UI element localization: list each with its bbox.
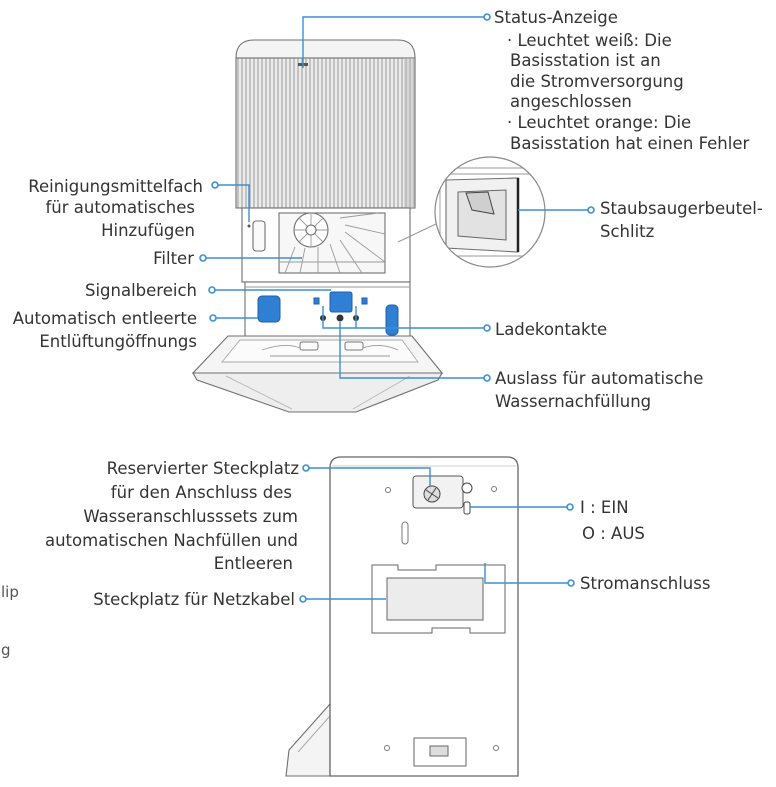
leader-dot-power-cable-slot — [299, 595, 307, 603]
reserved-slot-label: für den Anschluss des — [111, 483, 292, 502]
water-kit-port-block — [412, 475, 464, 509]
status-line: angeschlossen — [510, 92, 632, 111]
leader-dot-outlet — [483, 374, 491, 382]
leader-dot-dust-bag-slot — [587, 206, 595, 214]
detergent-marker-dot — [247, 224, 251, 228]
labels: Status-Anzeige · Leuchtet weiß: Die Basi… — [1, 8, 763, 659]
leader-lines — [199, 13, 595, 603]
detergent-label: Hinzufügen — [101, 221, 195, 240]
ribbed-panel — [235, 57, 416, 209]
dust-bag-slot-label: Schlitz — [600, 222, 654, 241]
dust-bag-slot-label: Staubsaugerbeutel- — [600, 199, 763, 218]
switch-off-label: O : AUS — [582, 524, 645, 543]
detergent-label: Reinigungsmittelfach — [28, 177, 203, 196]
reserved-slot-label: Reservierter Steckplatz — [107, 459, 299, 478]
leader-dot-power-port — [567, 579, 575, 587]
status-line: Basisstation ist an — [510, 51, 661, 70]
leader-dot-filter — [199, 254, 207, 262]
leader-line-reserved-slot — [306, 467, 431, 486]
leader-dot-detergent — [211, 181, 219, 189]
zoom-circle — [434, 156, 546, 268]
back-vertical-slot — [401, 521, 409, 545]
filter-grid-lines — [279, 212, 386, 274]
leader-line-charging — [322, 306, 487, 329]
vent-right — [385, 304, 399, 336]
vent-left — [257, 295, 281, 323]
status-line: · Leuchtet orange: Die — [507, 113, 691, 132]
dust-bag-housing — [235, 39, 416, 209]
housing-side-shade — [404, 58, 415, 208]
leader-dot-reserved-slot — [302, 464, 310, 472]
water-outlet-label: Auslass für automatische — [495, 369, 703, 388]
leader-line-outlet — [339, 322, 487, 379]
signal-sensor-right — [361, 297, 368, 305]
ramp-front-face — [192, 372, 443, 413]
dust-bag-slot-flap — [465, 191, 495, 215]
leader-line-power-port — [484, 563, 571, 584]
leader-dot-charging — [483, 324, 491, 332]
leader-line-detergent — [215, 184, 250, 222]
signal-sensor-left — [313, 297, 320, 305]
status-line: · Leuchtet weiß: Die — [507, 31, 672, 50]
power-port-label: Stromanschluss — [580, 574, 710, 593]
power-port — [386, 577, 484, 621]
filter-cavity — [278, 212, 386, 274]
leader-line-status — [302, 16, 487, 68]
power-switch — [461, 482, 473, 494]
leader-dot-status — [483, 13, 491, 21]
back-base-plate-edge — [297, 715, 331, 753]
base-station-back-view — [285, 456, 519, 777]
detergent-compartment — [252, 220, 266, 252]
detergent-label: für automatisches — [45, 198, 195, 217]
charging-contacts-label: Ladekontakte — [495, 320, 607, 339]
power-cable-slot — [371, 564, 506, 634]
filter-label: Filter — [153, 249, 194, 268]
reserved-slot-label: Entleeren — [214, 554, 293, 573]
power-cable-slot-label: Steckplatz für Netzkabel — [93, 590, 295, 609]
dust-bag-slot-zoom — [435, 157, 545, 267]
cut-off-text: g — [1, 641, 11, 659]
ramp-guide-curves — [261, 345, 399, 357]
cut-off-text: lip — [1, 583, 19, 601]
docking-ramp — [191, 335, 444, 413]
ramp-tray — [221, 339, 419, 363]
water-outlet-label: Wassernachfüllung — [495, 392, 651, 411]
wheel-guide-left — [299, 341, 319, 351]
base-station-front-view — [191, 39, 546, 413]
leader-dot-signal — [208, 286, 216, 294]
wheel-guide-right — [344, 341, 364, 351]
leader-dot-switch — [566, 503, 574, 511]
leader-dot-vents — [209, 314, 217, 322]
back-bottom-panel — [413, 737, 467, 767]
housing-top-cap — [235, 39, 416, 59]
status-line: Basisstation hat einen Fehler — [510, 134, 749, 153]
water-outlet — [336, 314, 344, 322]
ramp-ridges — [225, 375, 411, 410]
filter-fan-hub — [305, 224, 317, 236]
vents-label: Entlüftungöffnungs — [39, 332, 197, 351]
reserved-slot-label: automatischen Nachfüllen und — [45, 531, 298, 550]
signal-area — [329, 291, 353, 313]
signal-area-label: Signalbereich — [85, 281, 197, 300]
reserved-slot-label: Wasseranschlusssets zum — [83, 507, 298, 526]
filter — [278, 212, 386, 274]
zoom-connector — [397, 223, 437, 243]
middle-section — [241, 207, 411, 283]
status-label: Status-Anzeige — [494, 8, 618, 27]
vents-label: Automatisch entleerte — [13, 309, 197, 328]
power-switch-toggle — [463, 501, 471, 515]
status-line: die Stromversorgung — [510, 72, 684, 91]
switch-on-label: I : EIN — [580, 498, 629, 517]
